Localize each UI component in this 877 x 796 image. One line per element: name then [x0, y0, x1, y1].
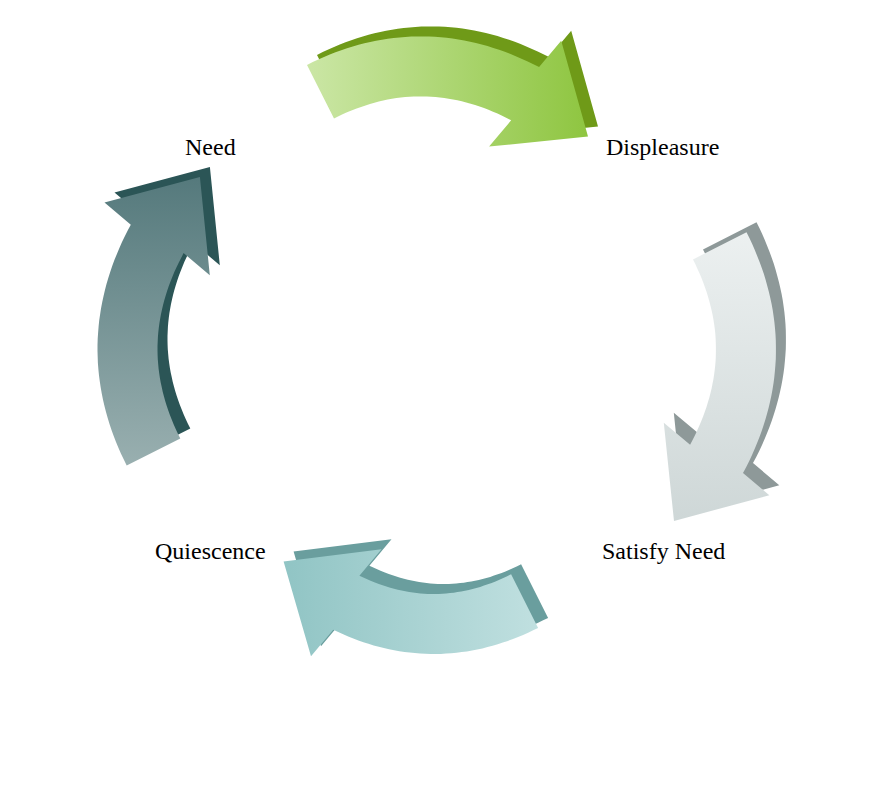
stage-label: Quiescence [155, 537, 266, 565]
cycle-stage: Need [179, 129, 242, 165]
arrow-face [98, 177, 210, 466]
cycle-arrow [664, 222, 786, 521]
arrow-face [307, 36, 588, 146]
arrow-face [664, 232, 776, 521]
cycle-stage: Displeasure [600, 129, 725, 165]
cycle-arrow [307, 26, 598, 146]
stage-label: Need [185, 133, 236, 161]
cycle-stage: Satisfy Need [596, 533, 731, 569]
cycle-arrow [98, 167, 220, 466]
arrow-face [284, 549, 538, 656]
stage-label: Displeasure [606, 133, 719, 161]
stage-label: Satisfy Need [602, 537, 725, 565]
cycle-stage: Quiescence [149, 533, 272, 569]
cycle-arrow [284, 539, 548, 656]
